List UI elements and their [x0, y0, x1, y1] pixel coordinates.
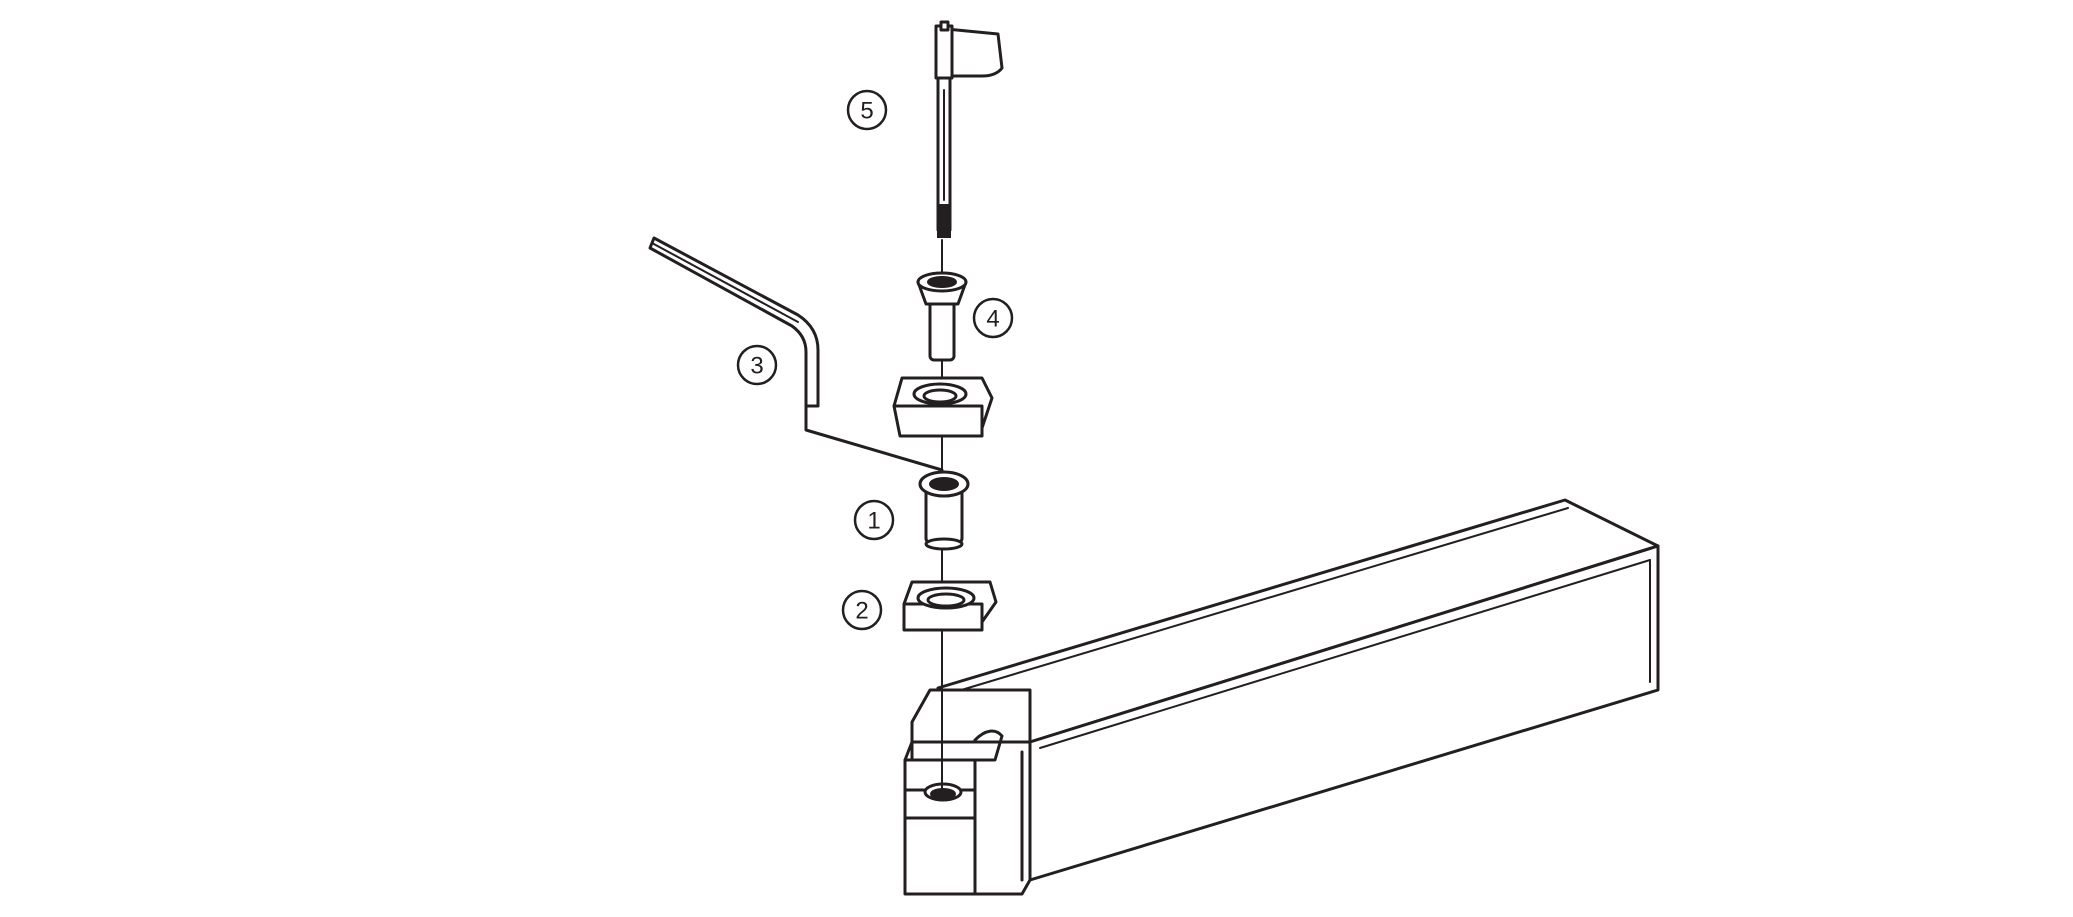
hex-key-part: [648, 236, 820, 408]
cutting-insert-part: [892, 376, 994, 438]
callout-2: 2: [841, 589, 883, 631]
callout-1: 1: [853, 499, 895, 541]
shim-pin-part: [918, 470, 970, 551]
callout-5: 5: [846, 89, 888, 131]
callout-3: 3: [736, 344, 778, 386]
callout-4: 4: [972, 297, 1014, 339]
callout-4-label: 4: [986, 306, 999, 333]
hex-key-leader-line: [804, 404, 944, 472]
screwdriver-part: [934, 20, 1004, 238]
tool-holder-shank: [903, 498, 1660, 896]
callout-1-label: 1: [867, 508, 880, 535]
clamp-screw-part: [916, 271, 968, 362]
callout-2-label: 2: [855, 598, 868, 625]
shim-seat-part: [902, 580, 998, 632]
callout-3-label: 3: [750, 353, 763, 380]
callout-5-label: 5: [860, 98, 873, 125]
